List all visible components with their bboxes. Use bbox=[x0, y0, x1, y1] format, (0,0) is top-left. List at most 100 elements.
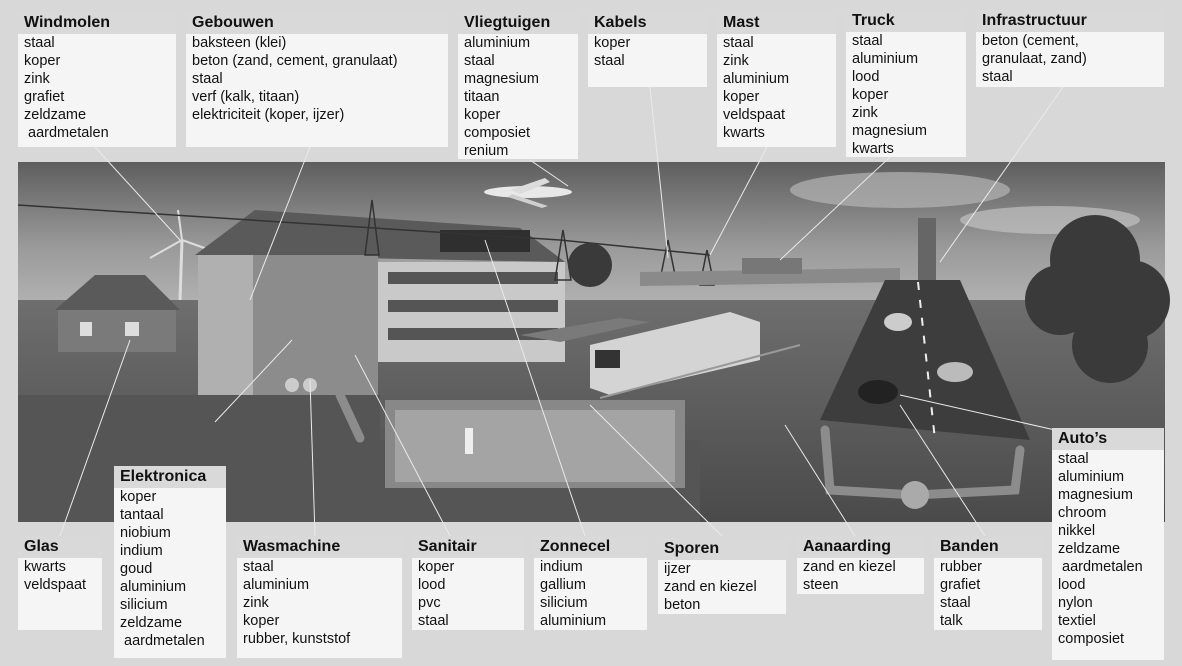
material-item: staal bbox=[594, 53, 625, 69]
label-title: Glas bbox=[18, 536, 102, 558]
material-item: aluminium bbox=[540, 613, 607, 629]
material-list: staal aluminium lood koper zink magnesiu… bbox=[846, 32, 966, 161]
material-item: lood bbox=[418, 577, 446, 593]
material-item: kwarts bbox=[24, 559, 66, 575]
label-box-glas: Glas kwarts veldspaat bbox=[18, 536, 102, 630]
label-title: Gebouwen bbox=[186, 12, 448, 34]
material-item: silicium bbox=[540, 595, 588, 611]
material-list: beton (cement, granulaat, zand) staal bbox=[976, 32, 1164, 89]
material-item: aardmetalen bbox=[120, 633, 205, 649]
material-item: ijzer bbox=[664, 561, 691, 577]
material-item: grafiet bbox=[940, 577, 981, 593]
label-box-gebouwen: Gebouwen baksteen (klei) beton (zand, ce… bbox=[186, 12, 448, 147]
material-item: koper bbox=[243, 613, 280, 629]
material-item: staal bbox=[243, 559, 274, 575]
material-item: koper bbox=[24, 53, 61, 69]
material-item: beton (zand, cement, granulaat) bbox=[192, 53, 398, 69]
material-item: rubber bbox=[940, 559, 982, 575]
material-list: zand en kiezel steen bbox=[797, 558, 924, 597]
material-item: nikkel bbox=[1058, 523, 1096, 539]
material-item: zeldzame bbox=[1058, 541, 1121, 557]
label-title: Zonnecel bbox=[534, 536, 647, 558]
label-title: Sporen bbox=[658, 538, 786, 560]
label-title: Mast bbox=[717, 12, 836, 34]
material-item: verf (kalk, titaan) bbox=[192, 89, 300, 105]
material-item: lood bbox=[852, 69, 880, 85]
label-box-infrastructuur: Infrastructuur beton (cement, granulaat,… bbox=[976, 10, 1164, 87]
material-list: ijzer zand en kiezel beton bbox=[658, 560, 786, 617]
material-item: zeldzame bbox=[120, 615, 183, 631]
material-item: aardmetalen bbox=[1058, 559, 1143, 575]
label-box-kabels: Kabels koper staal bbox=[588, 12, 707, 87]
material-item: beton (cement, bbox=[982, 33, 1079, 49]
material-item: staal bbox=[1058, 451, 1089, 467]
material-item: zand en kiezel bbox=[803, 559, 896, 575]
trees bbox=[568, 215, 1170, 383]
airplane-illustration bbox=[484, 178, 572, 208]
material-item: staal bbox=[192, 71, 223, 87]
material-list: staal zink aluminium koper veldspaat kwa… bbox=[717, 34, 836, 145]
label-title: Vliegtuigen bbox=[458, 12, 578, 34]
material-item: aardmetalen bbox=[24, 125, 109, 141]
material-item: koper bbox=[594, 35, 631, 51]
material-item: staal bbox=[982, 69, 1013, 85]
material-list: koper staal bbox=[588, 34, 707, 73]
material-item: gallium bbox=[540, 577, 586, 593]
label-box-truck: Truck staal aluminium lood koper zink ma… bbox=[846, 10, 966, 157]
cloud bbox=[790, 172, 1010, 208]
label-title: Truck bbox=[846, 10, 966, 32]
material-item: veldspaat bbox=[24, 577, 87, 593]
material-item: koper bbox=[120, 489, 157, 505]
material-list: staal aluminium zink koper rubber, kunst… bbox=[237, 558, 402, 651]
material-item: kwarts bbox=[723, 125, 765, 141]
material-item: zink bbox=[723, 53, 749, 69]
material-item: zink bbox=[852, 105, 878, 121]
material-item: staal bbox=[418, 613, 449, 629]
material-item: staal bbox=[24, 35, 55, 51]
label-box-aanaarding: Aanaarding zand en kiezel steen bbox=[797, 536, 924, 594]
material-list: koper tantaal niobium indium goud alumin… bbox=[114, 488, 226, 653]
material-list: staal aluminium magnesium chroom nikkel … bbox=[1052, 450, 1164, 651]
material-item: aluminium bbox=[120, 579, 187, 595]
material-item: composiet bbox=[1058, 631, 1125, 647]
material-item: staal bbox=[940, 595, 971, 611]
label-box-sporen: Sporen ijzer zand en kiezel beton bbox=[658, 538, 786, 614]
label-title: Aanaarding bbox=[797, 536, 924, 558]
material-item: renium bbox=[464, 143, 509, 159]
material-item: lood bbox=[1058, 577, 1086, 593]
material-item: steen bbox=[803, 577, 839, 593]
material-item: granulaat, zand) bbox=[982, 51, 1087, 67]
tunnel-illustration bbox=[385, 400, 685, 488]
label-box-sanitair: Sanitair koper lood pvc staal bbox=[412, 536, 524, 630]
material-item: magnesium bbox=[464, 71, 539, 87]
material-item: chroom bbox=[1058, 505, 1107, 521]
material-item: composiet bbox=[464, 125, 531, 141]
material-item: magnesium bbox=[1058, 487, 1133, 503]
label-box-windmolen: Windmolen staal koper zink grafiet zeldz… bbox=[18, 12, 176, 147]
label-title: Infrastructuur bbox=[976, 10, 1164, 32]
material-item: magnesium bbox=[852, 123, 927, 139]
label-box-autos: Auto’s staal aluminium magnesium chroom … bbox=[1052, 428, 1164, 660]
material-item: aluminium bbox=[723, 71, 790, 87]
label-box-elektronica: Elektronica koper tantaal niobium indium… bbox=[114, 466, 226, 658]
material-item: goud bbox=[120, 561, 153, 577]
material-list: staal koper zink grafiet zeldzame aardme… bbox=[18, 34, 176, 145]
label-title: Sanitair bbox=[412, 536, 524, 558]
material-item: zink bbox=[24, 71, 50, 87]
material-item: zink bbox=[243, 595, 269, 611]
label-title: Auto’s bbox=[1052, 428, 1164, 450]
material-item: nylon bbox=[1058, 595, 1093, 611]
material-item: textiel bbox=[1058, 613, 1096, 629]
label-box-wasmachine: Wasmachine staal aluminium zink koper ru… bbox=[237, 536, 402, 658]
material-item: aluminium bbox=[852, 51, 919, 67]
material-item: aluminium bbox=[464, 35, 531, 51]
material-item: zeldzame bbox=[24, 107, 87, 123]
material-item: niobium bbox=[120, 525, 171, 541]
label-title: Wasmachine bbox=[237, 536, 402, 558]
material-item: kwarts bbox=[852, 141, 894, 157]
train-illustration bbox=[520, 312, 801, 399]
material-item: indium bbox=[540, 559, 583, 575]
label-box-zonnecel: Zonnecel indium gallium silicium alumini… bbox=[534, 536, 647, 630]
leader-lines bbox=[59, 86, 1064, 537]
material-item: indium bbox=[120, 543, 163, 559]
